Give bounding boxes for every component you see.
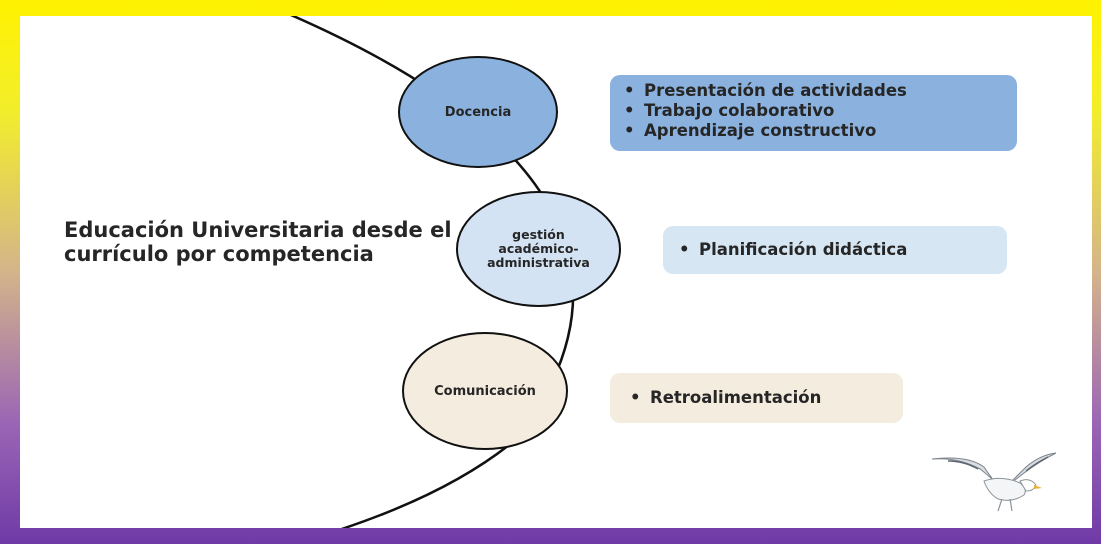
gestion-items-box: Planificación didáctica	[663, 226, 1007, 274]
node-gestion-label-line-3: administrativa	[487, 255, 590, 270]
list-item: Planificación didáctica	[673, 240, 997, 260]
node-docencia-label: Docencia	[444, 104, 512, 120]
docencia-items-list: Presentación de actividades Trabajo cola…	[618, 81, 1009, 141]
node-docencia: Docencia	[398, 56, 558, 168]
list-item: Retroalimentación	[624, 388, 895, 408]
diagram-title: Educación Universitaria desde el currícu…	[64, 218, 452, 266]
seagull-icon	[931, 452, 1057, 512]
list-item: Presentación de actividades	[618, 81, 1009, 101]
node-comunicacion: Comunicación	[402, 332, 568, 450]
node-comunicacion-label: Comunicación	[434, 383, 536, 399]
node-gestion-label-line-1: gestión	[512, 227, 565, 242]
node-gestion-label-line-2: académico-	[498, 241, 579, 256]
list-item: Aprendizaje constructivo	[618, 121, 1009, 141]
gestion-items-list: Planificación didáctica	[673, 240, 997, 260]
comunicacion-items-list: Retroalimentación	[624, 388, 895, 408]
list-item: Trabajo colaborativo	[618, 101, 1009, 121]
diagram-canvas: Educación Universitaria desde el currícu…	[20, 16, 1092, 528]
node-gestion: gestión académico- administrativa	[456, 191, 621, 307]
docencia-items-box: Presentación de actividades Trabajo cola…	[610, 75, 1017, 151]
comunicacion-items-box: Retroalimentación	[610, 373, 903, 423]
